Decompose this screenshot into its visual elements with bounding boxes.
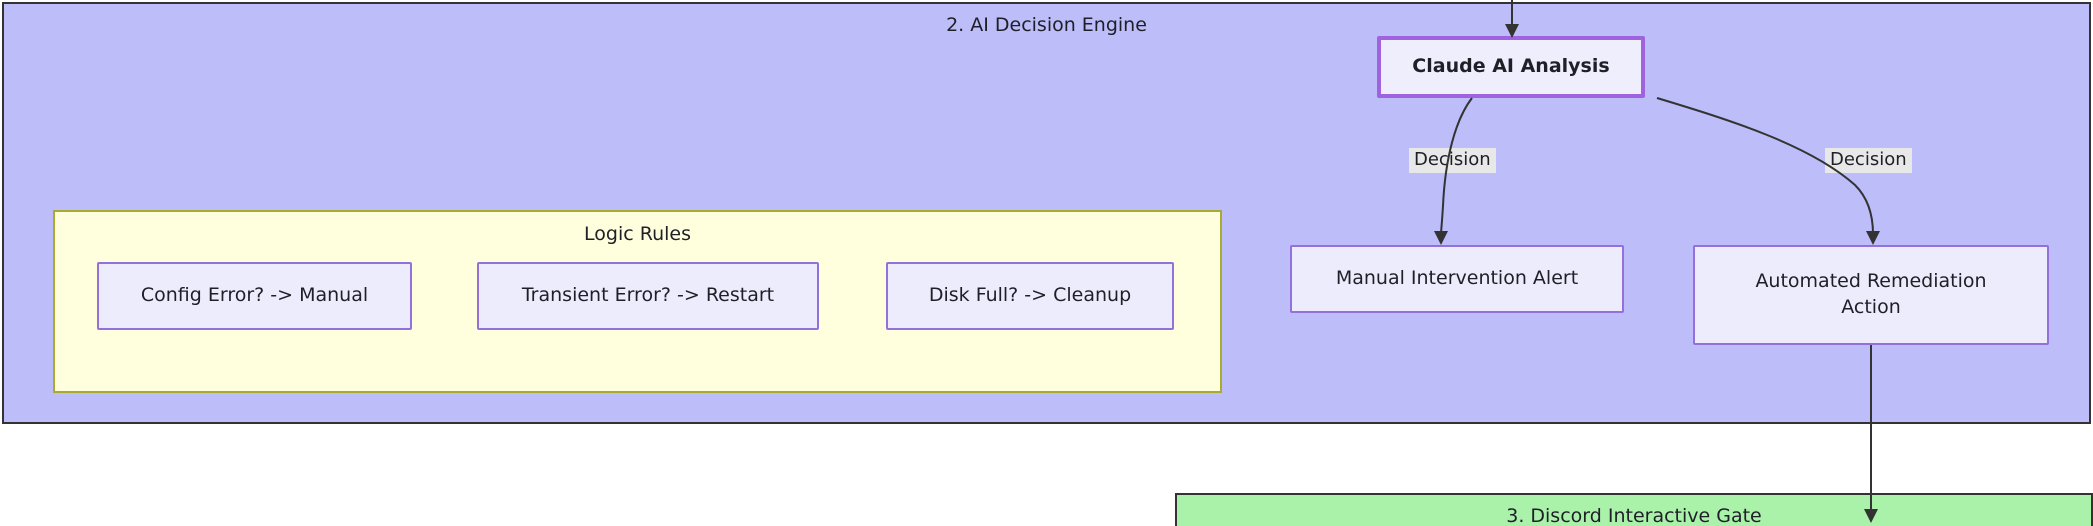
node-automated-remediation-action-label-line1: Automated Remediation — [1755, 270, 1987, 293]
node-automated-remediation-action[interactable]: Automated Remediation Action — [1693, 245, 2049, 345]
node-claude-ai-analysis-label: Claude AI Analysis — [1412, 55, 1610, 78]
edge-label-decision-to-automated: Decision — [1825, 148, 1912, 173]
subgraph-discord-interactive-gate: 3. Discord Interactive Gate — [1175, 493, 2093, 526]
node-automated-remediation-action-label: Automated Remediation Action — [1755, 269, 1986, 320]
node-rule-transient-error-label: Transient Error? -> Restart — [521, 284, 775, 307]
node-rule-config-error-label: Config Error? -> Manual — [140, 284, 369, 307]
edge-label-decision-to-manual: Decision — [1409, 148, 1496, 173]
node-rule-disk-full[interactable]: Disk Full? -> Cleanup — [886, 262, 1174, 330]
subgraph-discord-interactive-gate-title: 3. Discord Interactive Gate — [1506, 505, 1762, 526]
node-rule-transient-error[interactable]: Transient Error? -> Restart — [477, 262, 819, 330]
node-manual-intervention-alert-label: Manual Intervention Alert — [1335, 267, 1579, 290]
node-manual-intervention-alert[interactable]: Manual Intervention Alert — [1290, 245, 1624, 313]
subgraph-ai-decision-engine-title: 2. AI Decision Engine — [946, 14, 1147, 36]
node-claude-ai-analysis[interactable]: Claude AI Analysis — [1377, 36, 1645, 98]
node-automated-remediation-action-label-line2: Action — [1841, 296, 1901, 318]
node-rule-disk-full-label: Disk Full? -> Cleanup — [928, 284, 1132, 307]
subgraph-logic-rules-title: Logic Rules — [584, 223, 691, 245]
node-rule-config-error[interactable]: Config Error? -> Manual — [97, 262, 412, 330]
